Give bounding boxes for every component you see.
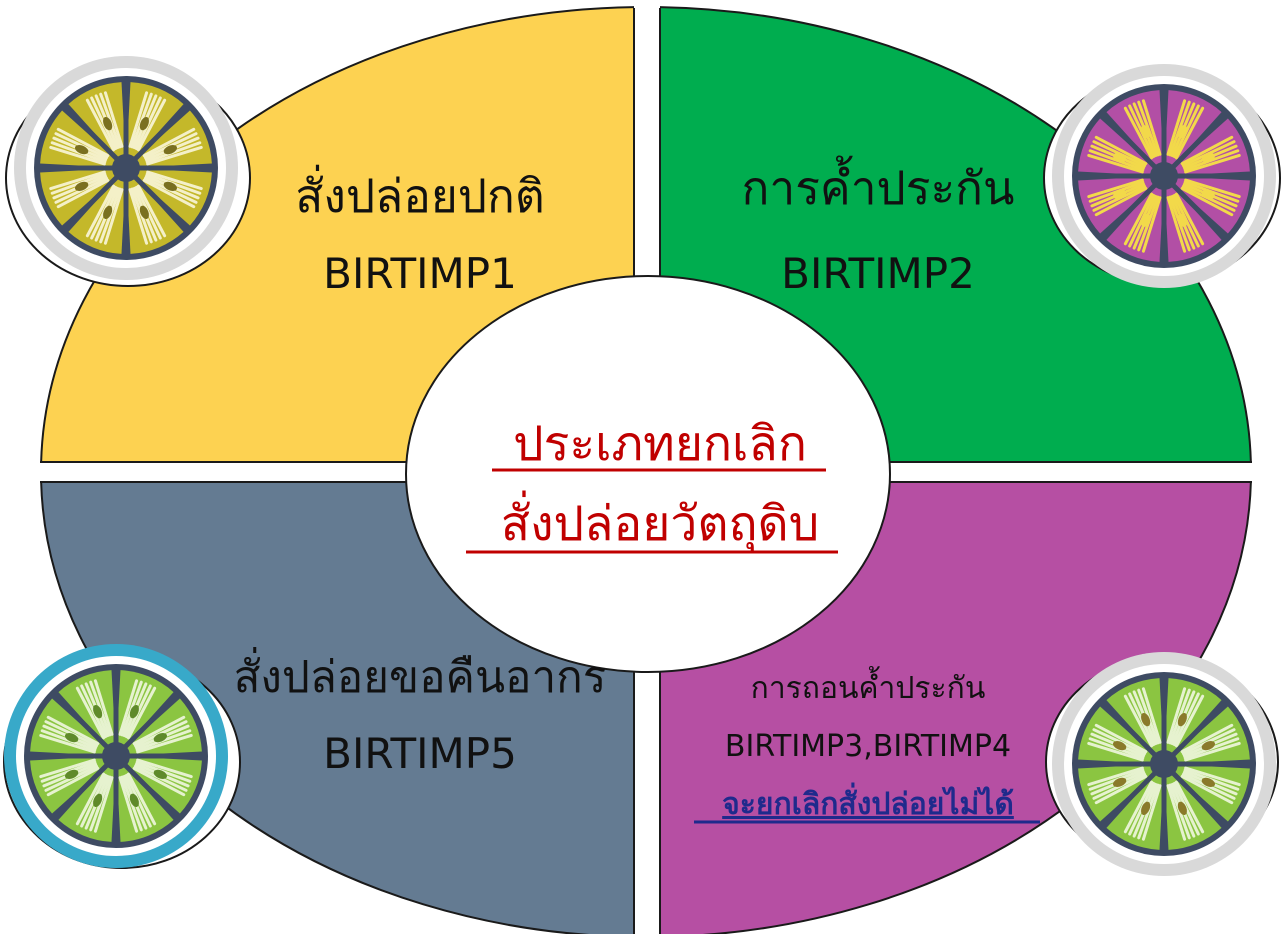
top-right-title: การค้ำประกัน [742,155,1015,215]
lemon-slice-purple-icon [1052,64,1276,288]
center-ellipse [405,275,891,673]
bottom-right-note: จะยกเลิกสั่งปล่อยไม่ได้ [722,782,1014,822]
bottom-left-title: สั่งปล่อยขอคืนอากร [234,646,607,703]
lemon-slice-olive-icon [14,56,238,280]
top-right-code: BIRTIMP2 [781,249,975,298]
lemon-slice-green-icon [4,644,228,868]
bottom-left-code: BIRTIMP5 [323,729,517,778]
top-left-title: สั่งปล่อยปกติ [295,164,544,223]
lemon-slice-green-icon [1052,652,1276,876]
center-title-line2: สั่งปล่อยวัตถุดิบ [501,490,819,553]
top-left-code: BIRTIMP1 [323,249,517,298]
center-title-line1: ประเภทยกเลิก [513,416,807,472]
bottom-right-code: BIRTIMP3,BIRTIMP4 [725,729,1011,764]
bottom-right-title: การถอนค้ำประกัน [751,666,986,706]
